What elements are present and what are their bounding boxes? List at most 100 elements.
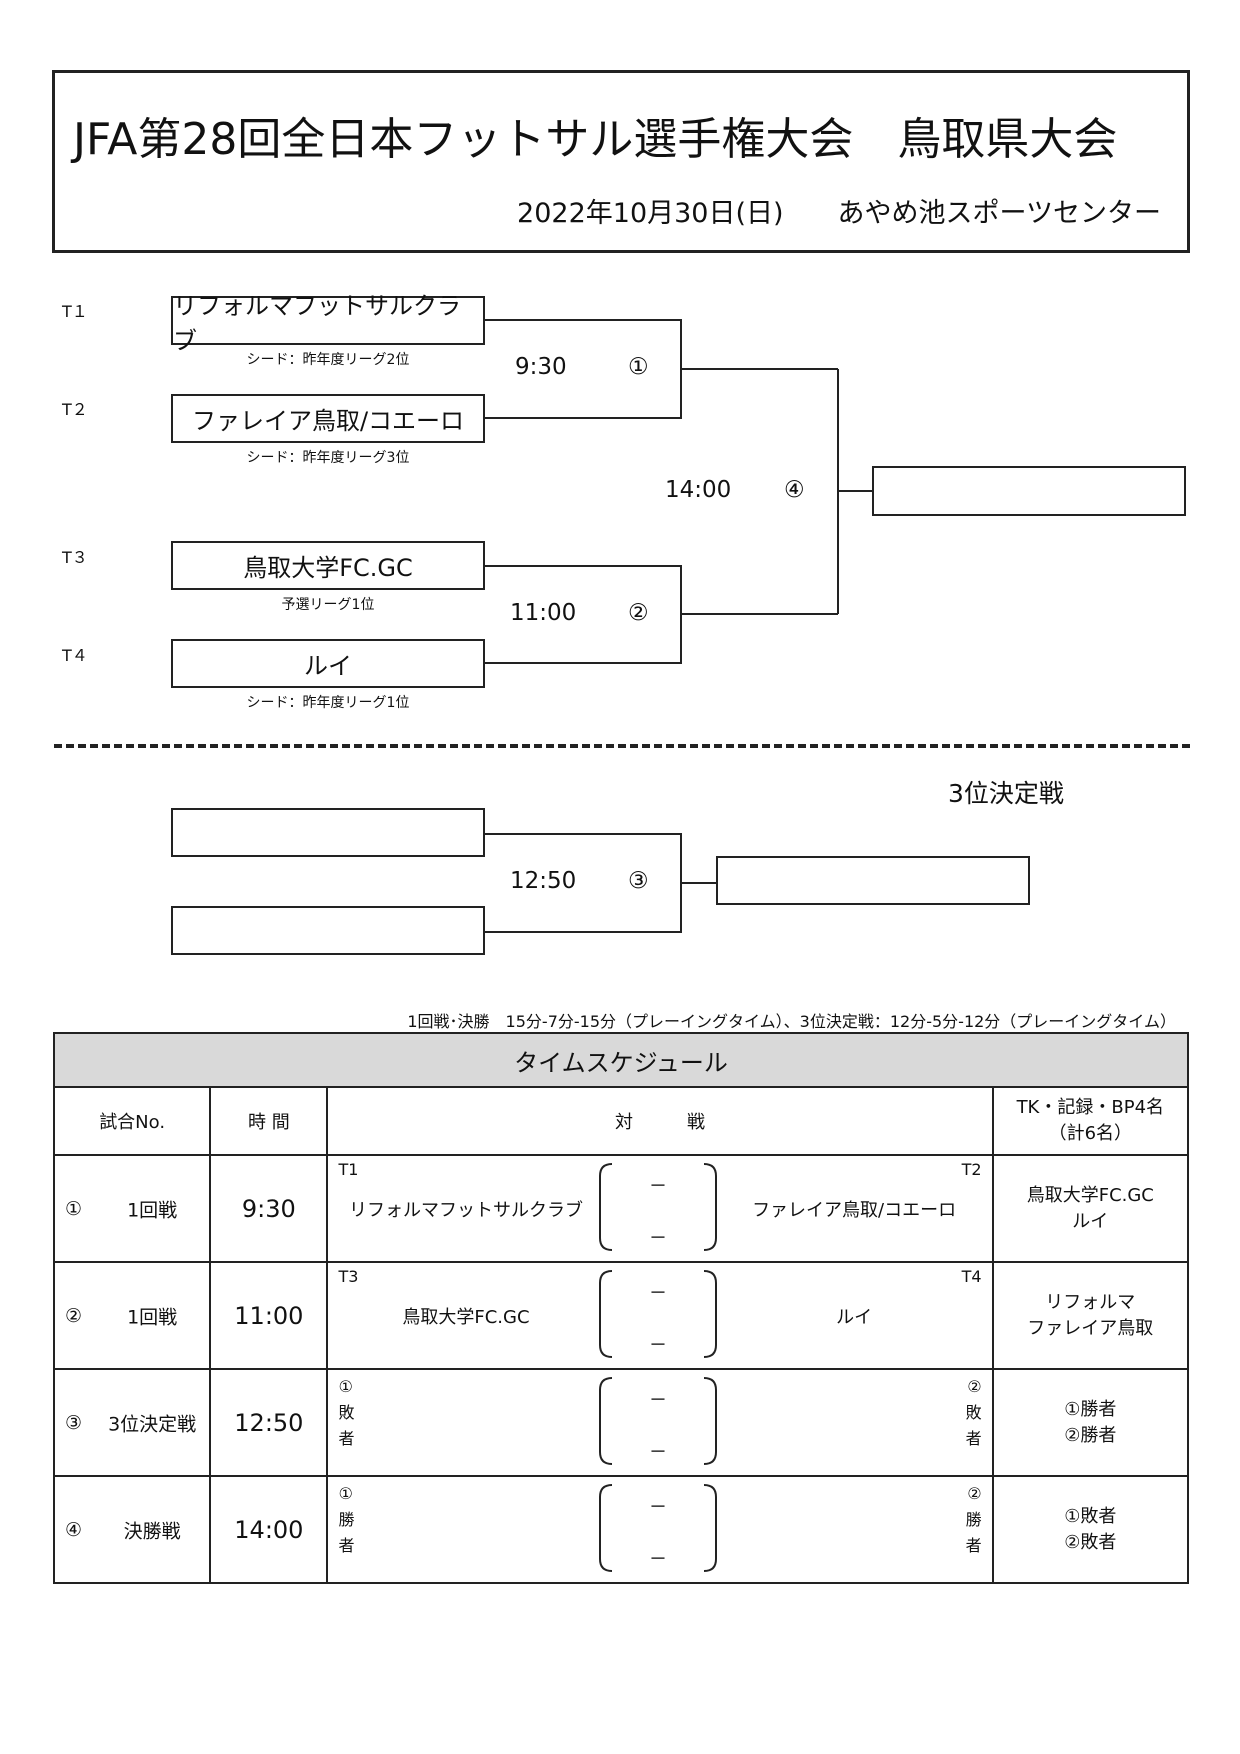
time-schedule-table: タイムスケジュール 試合No. 時 間 対 戦 TK・記録・BP4名 （計6名）…: [52, 1032, 1190, 1584]
schedule-title: タイムスケジュール: [53, 1032, 1189, 1088]
left-source-char: 者: [338, 1536, 355, 1555]
right-slot: T4: [961, 1267, 982, 1286]
left-source-char: 敗: [338, 1403, 355, 1422]
right-source-char: 敗: [965, 1403, 982, 1422]
tk-team-2: ②勝者: [1064, 1424, 1117, 1446]
left-source-char: 勝: [338, 1510, 355, 1529]
matchup-cell: T3 T4 鳥取大学FC.GC ルイ － －: [326, 1261, 994, 1370]
match2-number: ②: [628, 600, 649, 626]
seed-note-t3: 予選リーグ1位: [281, 597, 375, 613]
left-source-char: 者: [338, 1429, 355, 1448]
third-place-label: 3位決定戦: [948, 779, 1064, 808]
match-no-cell: ④ 決勝戦: [52, 1475, 212, 1584]
right-source-char: 者: [965, 1536, 982, 1555]
right-source-char: ②: [967, 1377, 982, 1396]
left-source: ① 敗 者: [338, 1374, 358, 1452]
table-row: ④ 決勝戦 14:00 ① 勝 者 ② 勝 者 － － ①敗者 ②敗: [52, 1475, 1190, 1584]
header-box: JFA第28回全日本フットサル選手権大会 鳥取県大会 2022年10月30日(日…: [52, 70, 1190, 253]
slot-label-t4: T４: [62, 646, 88, 665]
header-tk: TK・記録・BP4名 （計6名）: [991, 1086, 1190, 1156]
round-name: 1回戦: [127, 1306, 178, 1328]
right-team: ルイ: [836, 1306, 873, 1328]
table-row: ③ 3位決定戦 12:50 ① 敗 者 ② 敗 者 － － ①勝者: [52, 1368, 1190, 1477]
tk-team-1: ①敗者: [1064, 1505, 1117, 1527]
match2-time: 11:00: [510, 600, 577, 626]
score-brackets: － －: [599, 1484, 718, 1572]
left-slot: T3: [338, 1267, 359, 1286]
tk-team-2: ②敗者: [1064, 1531, 1117, 1553]
tk-cell: リフォルマ ファレイア鳥取: [991, 1261, 1190, 1370]
team-box-t2: ファレイア鳥取/コエーロ: [171, 394, 485, 443]
date-venue: 2022年10月30日(日) あやめ池スポーツセンター: [517, 198, 1161, 229]
tk-cell: 鳥取大学FC.GC ルイ: [991, 1154, 1190, 1263]
tk-team-1: リフォルマ: [1045, 1291, 1136, 1313]
round-name: 決勝戦: [123, 1520, 181, 1542]
right-source: ② 勝 者: [962, 1481, 982, 1559]
right-slot: T2: [961, 1160, 982, 1179]
right-source-char: 勝: [965, 1510, 982, 1529]
score-dash-top: －: [649, 1497, 667, 1518]
left-slot: T1: [338, 1160, 359, 1179]
right-source-char: ②: [967, 1484, 982, 1503]
match-no-cell: ③ 3位決定戦: [52, 1368, 212, 1477]
tk-team-2: ルイ: [1072, 1210, 1109, 1232]
matchup-cell: ① 敗 者 ② 敗 者 － －: [326, 1368, 994, 1477]
seed-note-t4: シード：昨年度リーグ1位: [246, 695, 410, 711]
left-team: 鳥取大学FC.GC: [402, 1306, 530, 1328]
match-circle-number: ①: [65, 1197, 83, 1220]
match-time: 11:00: [209, 1261, 329, 1370]
match-no-cell: ② 1回戦: [52, 1261, 212, 1370]
match1-time: 9:30: [515, 354, 567, 380]
tk-cell: ①勝者 ②勝者: [991, 1368, 1190, 1477]
table-row: ① 1回戦 9:30 T1 T2 リフォルマフットサルクラブ ファレイア鳥取/コ…: [52, 1154, 1190, 1263]
seed-note-t1: シード：昨年度リーグ2位: [246, 352, 410, 368]
score-dash-bottom: －: [649, 1335, 667, 1356]
champion-box: [872, 466, 1186, 516]
score-dash-bottom: －: [649, 1228, 667, 1249]
team-box-t1: リフォルマフットサルクラブ: [171, 292, 485, 355]
match-no-cell: ① 1回戦: [52, 1154, 212, 1263]
right-team: ファレイア鳥取/コエーロ: [752, 1199, 957, 1221]
matchup-cell: T1 T2 リフォルマフットサルクラブ ファレイア鳥取/コエーロ － －: [326, 1154, 994, 1263]
team-box-t4: ルイ: [171, 639, 485, 688]
match1-number: ①: [628, 354, 649, 380]
match-circle-number: ④: [65, 1518, 83, 1541]
tk-team-2: ファレイア鳥取: [1027, 1317, 1154, 1339]
match3-time: 12:50: [510, 868, 577, 894]
tk-cell: ①敗者 ②敗者: [991, 1475, 1190, 1584]
team-box-t3: 鳥取大学FC.GC: [171, 541, 485, 590]
match-time: 9:30: [209, 1154, 329, 1263]
header-vs: 対 戦: [326, 1086, 994, 1156]
score-dash-top: －: [649, 1283, 667, 1304]
third-place-box-b: [171, 906, 485, 955]
header-time: 時 間: [209, 1086, 329, 1156]
header-tk-line1: TK・記録・BP4名: [1016, 1097, 1165, 1118]
match-time: 12:50: [209, 1368, 329, 1477]
header-tk-line2: （計6名）: [1048, 1123, 1133, 1144]
left-source-char: ①: [338, 1484, 353, 1503]
bracket-line-match1: [484, 319, 682, 419]
score-dash-top: －: [649, 1176, 667, 1197]
final-number: ④: [784, 477, 805, 503]
header-match-no: 試合No.: [52, 1086, 212, 1156]
match-circle-number: ③: [65, 1411, 83, 1434]
round-name: 1回戦: [127, 1199, 178, 1221]
table-row: ② 1回戦 11:00 T3 T4 鳥取大学FC.GC ルイ － － リフォルマ…: [52, 1261, 1190, 1370]
score-brackets: － －: [599, 1377, 718, 1465]
slot-label-t2: T２: [62, 400, 88, 419]
slot-label-t3: T３: [62, 548, 88, 567]
dashed-separator: [54, 744, 1190, 748]
right-source-char: 者: [965, 1429, 982, 1448]
page-title: JFA第28回全日本フットサル選手権大会 鳥取県大会: [73, 114, 1118, 165]
final-time: 14:00: [665, 477, 732, 503]
left-source-char: ①: [338, 1377, 353, 1396]
third-place-box-a: [171, 808, 485, 857]
tk-team-1: 鳥取大学FC.GC: [1026, 1184, 1154, 1206]
slot-label-t1: T１: [62, 302, 88, 321]
score-brackets: － －: [599, 1163, 718, 1251]
tk-team-1: ①勝者: [1064, 1398, 1117, 1420]
seed-note-t2: シード：昨年度リーグ3位: [246, 450, 410, 466]
left-source: ① 勝 者: [338, 1481, 358, 1559]
playing-time-note: 1回戦･決勝 15分-7分-15分（プレーイングタイム）、3位決定戦：12分-5…: [407, 1012, 1176, 1031]
score-brackets: － －: [599, 1270, 718, 1358]
